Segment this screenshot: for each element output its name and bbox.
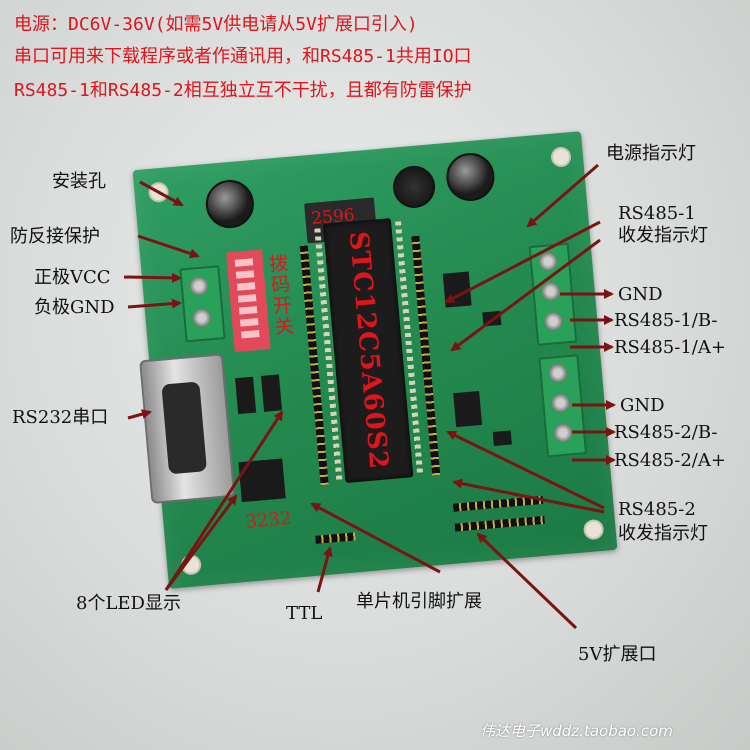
callout-a1: RS485-1/A+: [614, 337, 726, 358]
callout-rs232: RS232串口: [12, 407, 109, 428]
callout-b2: RS485-2/B-: [614, 422, 718, 443]
callout-led8: 8个LED显示: [76, 593, 181, 614]
callout-gnd1: GND: [618, 284, 663, 305]
header-line-power: 电源：DC6V-36V(如需5V供电请从5V扩展口引入): [14, 14, 418, 35]
callout-gnd: 负极GND: [34, 297, 115, 318]
watermark: 伟达电子wddz.taobao.com: [480, 722, 673, 740]
header-line-serial: 串口可用来下载程序或者作通讯用，和RS485-1共用IO口: [14, 46, 472, 67]
callout-5v-ext: 5V扩展口: [578, 644, 657, 665]
callout-rs485-1-led-b: 收发指示灯: [618, 225, 708, 246]
callout-power-led: 电源指示灯: [606, 143, 696, 164]
callout-b1: RS485-1/B-: [614, 310, 718, 331]
callout-reverse-protect: 防反接保护: [10, 226, 100, 247]
callout-ttl: TTL: [286, 603, 323, 624]
callout-rs485-2-led-b: 收发指示灯: [618, 523, 708, 544]
callout-gnd2: GND: [620, 395, 665, 416]
callout-mcu-pins: 单片机引脚扩展: [356, 591, 482, 612]
callout-a2: RS485-2/A+: [614, 450, 726, 471]
callout-rs485-2-led-a: RS485-2: [618, 499, 696, 520]
callout-mount-hole: 安装孔: [52, 171, 106, 192]
header-line-rs485: RS485-1和RS485-2相互独立互不干扰，且都有防雷保护: [14, 80, 472, 101]
callout-rs485-1-led-a: RS485-1: [618, 203, 696, 224]
callout-vcc: 正极VCC: [34, 267, 111, 288]
